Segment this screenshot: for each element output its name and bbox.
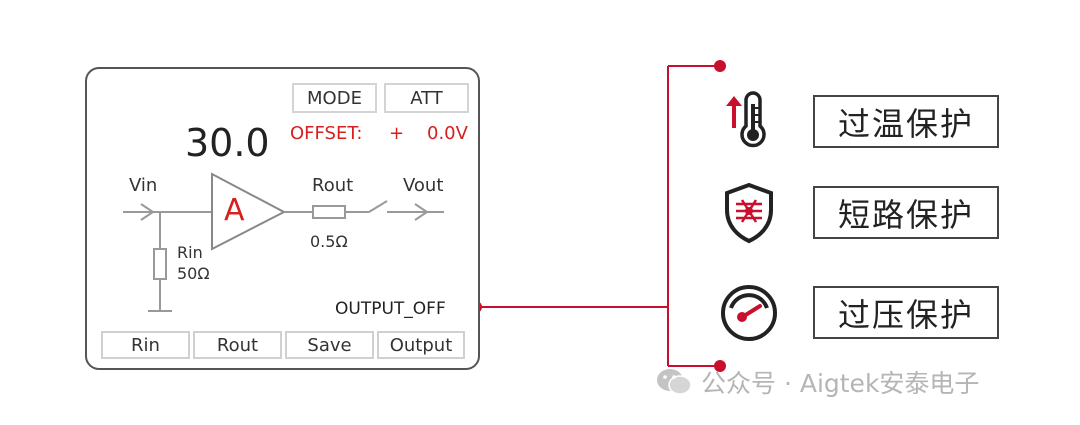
instrument-panel: MODE ATT 30.0 OFFSET: + 0.0V Vin A Rout … <box>85 67 480 370</box>
thermometer-up-icon <box>726 91 766 148</box>
watermark-text: 公众号 · Aigtek安泰电子 <box>701 369 980 398</box>
vout-label: Vout <box>403 175 444 196</box>
amplifier-circuit-diagram <box>123 172 444 312</box>
output-button[interactable]: Output <box>377 331 465 359</box>
att-button[interactable]: ATT <box>384 83 469 113</box>
vin-label: Vin <box>129 175 158 196</box>
rout-value: 0.5Ω <box>310 232 348 251</box>
wechat-icon <box>657 369 692 395</box>
mode-button[interactable]: MODE <box>292 83 377 113</box>
rin-label: Rin <box>177 243 203 262</box>
save-button[interactable]: Save <box>285 331 374 359</box>
offset-sign: + <box>389 123 405 144</box>
offset-label: OFFSET: <box>290 123 363 144</box>
over-voltage-protection-label: 过压保护 <box>813 286 999 339</box>
rin-resistor <box>153 248 167 280</box>
rin-value: 50Ω <box>177 264 210 283</box>
gauge-icon <box>721 285 777 341</box>
amplitude-value: 30.0 <box>185 121 270 165</box>
connector-dot-bottom <box>714 360 726 372</box>
offset-value: 0.0V <box>427 123 468 144</box>
rin-button[interactable]: Rin <box>101 331 190 359</box>
shield-circuit-icon <box>725 182 773 244</box>
rout-label: Rout <box>312 175 354 196</box>
output-switch <box>368 200 388 213</box>
rout-button[interactable]: Rout <box>193 331 282 359</box>
rout-resistor <box>312 205 346 219</box>
amplifier-label: A <box>224 193 245 228</box>
connector-dot-top <box>714 60 726 72</box>
short-circuit-protection-label: 短路保护 <box>813 186 999 239</box>
over-temperature-protection-label: 过温保护 <box>813 95 999 148</box>
watermark: 公众号 · Aigtek安泰电子 <box>655 364 979 400</box>
output-status: OUTPUT_OFF <box>335 299 446 319</box>
